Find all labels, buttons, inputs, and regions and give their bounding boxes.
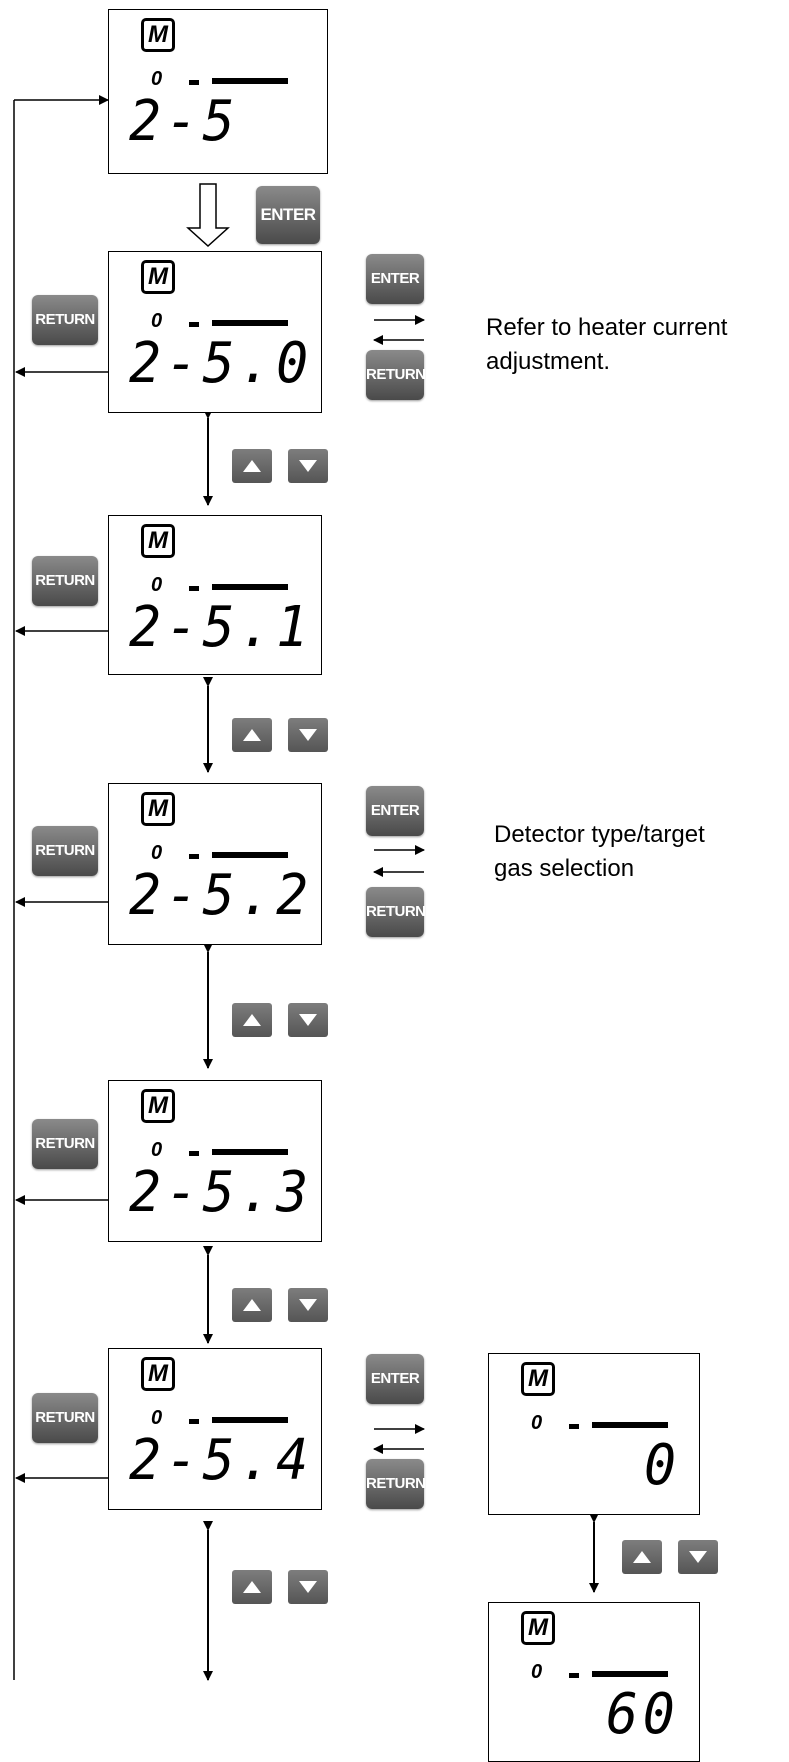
down-triangle-icon bbox=[299, 1014, 317, 1026]
bar-segment bbox=[212, 1149, 288, 1155]
lcd-panel-value-60: M 0 60 bbox=[488, 1602, 700, 1762]
menu-code: 2-5.0 bbox=[129, 331, 313, 396]
return-button[interactable]: RETURN bbox=[366, 887, 426, 937]
mode-indicator: M bbox=[521, 1611, 555, 1645]
enter-button[interactable]: ENTER bbox=[256, 186, 320, 244]
channel-number: 0 bbox=[151, 1407, 163, 1429]
up-button[interactable] bbox=[232, 1003, 272, 1037]
down-triangle-icon bbox=[299, 1581, 317, 1593]
enter-button[interactable]: ENTER bbox=[366, 254, 424, 304]
down-triangle-icon bbox=[689, 1551, 707, 1563]
heater-note: Refer to heater current adjustment. bbox=[486, 311, 727, 379]
up-triangle-icon bbox=[243, 1014, 261, 1026]
down-button[interactable] bbox=[288, 1570, 328, 1604]
bar-segment bbox=[212, 1417, 288, 1423]
detector-note-line-2: gas selection bbox=[494, 855, 635, 882]
menu-code: 2-5 bbox=[129, 89, 240, 154]
return-button[interactable]: RETURN bbox=[32, 295, 98, 345]
up-button[interactable] bbox=[232, 1288, 272, 1322]
up-triangle-icon bbox=[633, 1551, 651, 1563]
bar-segment bbox=[212, 320, 288, 326]
menu-code: 2-5.4 bbox=[129, 1428, 313, 1493]
up-triangle-icon bbox=[243, 1581, 261, 1593]
dash-segment bbox=[189, 586, 199, 591]
down-button[interactable] bbox=[678, 1540, 718, 1574]
setting-value: 0 bbox=[644, 1433, 682, 1498]
up-button[interactable] bbox=[232, 449, 272, 483]
channel-number: 0 bbox=[151, 68, 163, 90]
return-button[interactable]: RETURN bbox=[32, 826, 98, 876]
dash-segment bbox=[189, 80, 199, 85]
menu-code: 2-5.1 bbox=[129, 595, 313, 660]
bar-segment bbox=[212, 78, 288, 84]
lcd-panel-2-5-1: M 0 2-5.1 bbox=[108, 515, 322, 675]
down-button[interactable] bbox=[288, 1288, 328, 1322]
return-button[interactable]: RETURN bbox=[32, 556, 98, 606]
up-triangle-icon bbox=[243, 1299, 261, 1311]
lcd-panel-2-5-2: M 0 2-5.2 bbox=[108, 783, 322, 945]
dash-segment bbox=[189, 854, 199, 859]
menu-code: 2-5.2 bbox=[129, 863, 313, 928]
detector-note: Detector type/target gas selection bbox=[494, 818, 705, 886]
mode-indicator: M bbox=[141, 260, 175, 294]
mode-indicator: M bbox=[141, 524, 175, 558]
down-triangle-icon bbox=[299, 729, 317, 741]
lcd-panel-2-5-3: M 0 2-5.3 bbox=[108, 1080, 322, 1242]
down-triangle-icon bbox=[299, 460, 317, 472]
heater-note-line-2: adjustment. bbox=[486, 348, 611, 375]
menu-code: 2-5.3 bbox=[129, 1160, 313, 1225]
heater-note-line-1: Refer to heater current bbox=[486, 314, 728, 341]
dash-segment bbox=[569, 1424, 579, 1429]
bar-segment bbox=[212, 584, 288, 590]
channel-number: 0 bbox=[531, 1412, 543, 1434]
dash-segment bbox=[569, 1673, 579, 1678]
channel-number: 0 bbox=[151, 574, 163, 596]
return-button[interactable]: RETURN bbox=[366, 1459, 426, 1509]
enter-button[interactable]: ENTER bbox=[366, 1354, 424, 1404]
up-button[interactable] bbox=[232, 1570, 272, 1604]
mode-indicator: M bbox=[141, 18, 175, 52]
lcd-panel-2-5-4: M 0 2-5.4 bbox=[108, 1348, 322, 1510]
mode-indicator: M bbox=[521, 1362, 555, 1396]
mode-indicator: M bbox=[141, 1357, 175, 1391]
down-button[interactable] bbox=[288, 449, 328, 483]
channel-number: 0 bbox=[531, 1661, 543, 1683]
up-button[interactable] bbox=[232, 718, 272, 752]
mode-indicator: M bbox=[141, 1089, 175, 1123]
enter-button[interactable]: ENTER bbox=[366, 786, 424, 836]
channel-number: 0 bbox=[151, 842, 163, 864]
dash-segment bbox=[189, 322, 199, 327]
mode-indicator: M bbox=[141, 792, 175, 826]
return-button[interactable]: RETURN bbox=[32, 1393, 98, 1443]
bar-segment bbox=[592, 1671, 668, 1677]
return-button[interactable]: RETURN bbox=[366, 350, 426, 400]
lcd-panel-2-5: M 0 2-5 bbox=[108, 9, 328, 174]
dash-segment bbox=[189, 1419, 199, 1424]
up-triangle-icon bbox=[243, 460, 261, 472]
bar-segment bbox=[212, 852, 288, 858]
down-triangle-icon bbox=[299, 1299, 317, 1311]
up-button[interactable] bbox=[622, 1540, 662, 1574]
detector-note-line-1: Detector type/target bbox=[494, 821, 705, 848]
channel-number: 0 bbox=[151, 1139, 163, 1161]
return-button[interactable]: RETURN bbox=[32, 1119, 98, 1169]
down-button[interactable] bbox=[288, 1003, 328, 1037]
channel-number: 0 bbox=[151, 310, 163, 332]
down-button[interactable] bbox=[288, 718, 328, 752]
lcd-panel-value-0: M 0 0 bbox=[488, 1353, 700, 1515]
up-triangle-icon bbox=[243, 729, 261, 741]
bar-segment bbox=[592, 1422, 668, 1428]
setting-value: 60 bbox=[605, 1682, 680, 1747]
lcd-panel-2-5-0: M 0 2-5.0 bbox=[108, 251, 322, 413]
dash-segment bbox=[189, 1151, 199, 1156]
